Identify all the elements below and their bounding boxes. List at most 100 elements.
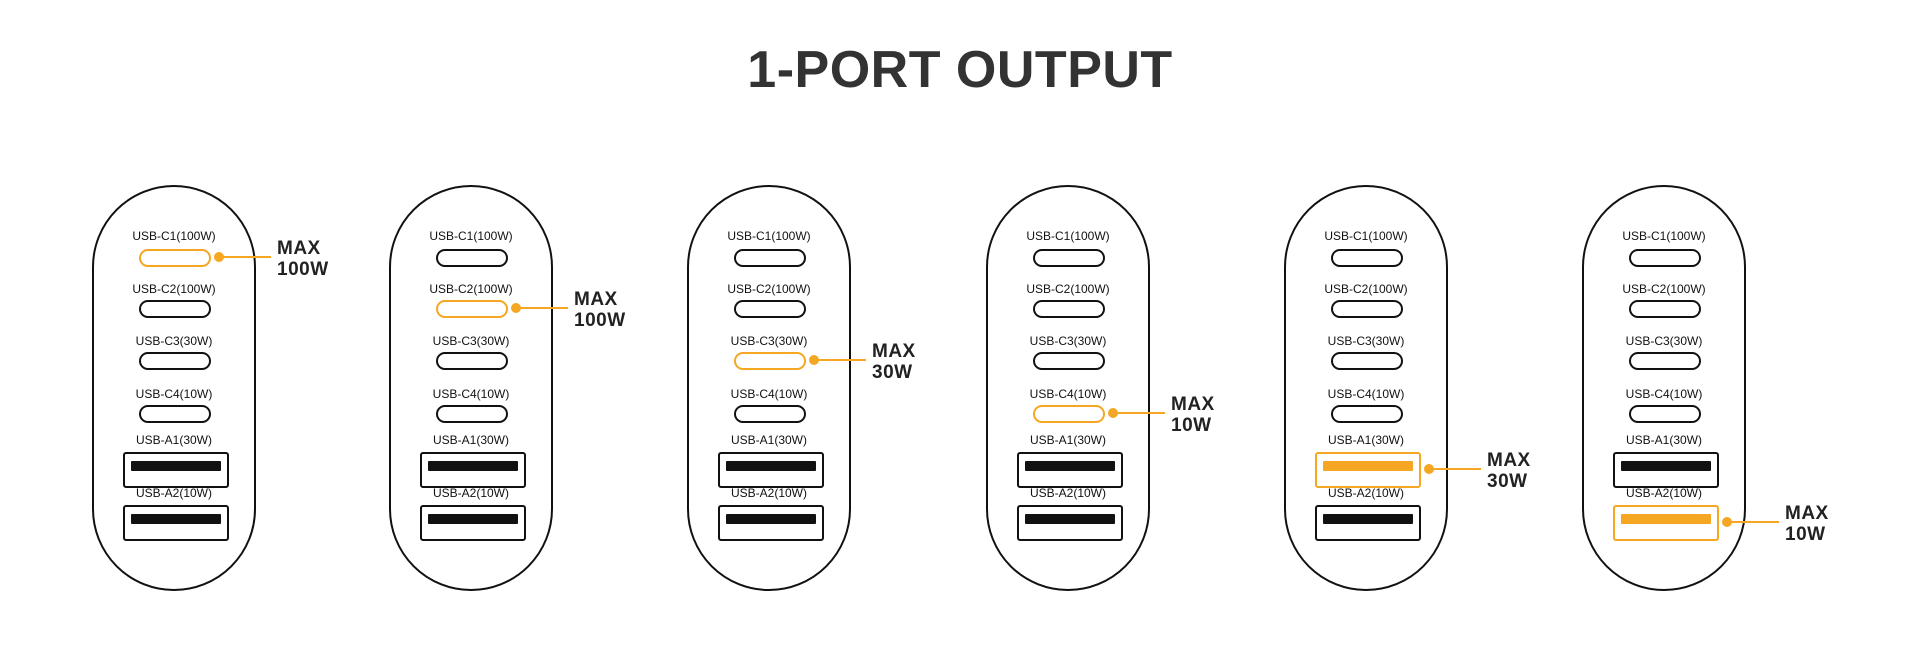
usb-c-port bbox=[1033, 352, 1105, 370]
callout-dot bbox=[1424, 464, 1434, 474]
port-label: USB-C3(30W) bbox=[432, 334, 510, 348]
usb-a-port-tongue bbox=[1621, 514, 1711, 524]
callout-wattage: 100W bbox=[277, 259, 329, 280]
callout-max-label: MAX bbox=[1785, 503, 1829, 524]
port-label: USB-C4(10W) bbox=[1327, 387, 1405, 401]
port-label: USB-C1(100W) bbox=[132, 229, 216, 243]
callout-dot bbox=[1722, 517, 1732, 527]
usb-c-port bbox=[734, 405, 806, 423]
port-label: USB-C1(100W) bbox=[727, 229, 811, 243]
usb-c-port bbox=[1033, 249, 1105, 267]
charger-body: USB-C1(100W)USB-C2(100W)USB-C3(30W)USB-C… bbox=[389, 185, 553, 591]
usb-c-port bbox=[734, 352, 806, 370]
callout-leader-line bbox=[511, 303, 568, 313]
port-label: USB-A1(30W) bbox=[432, 433, 509, 447]
port-label: USB-C3(30W) bbox=[1625, 334, 1703, 348]
port-label: USB-C3(30W) bbox=[1327, 334, 1405, 348]
usb-a-port bbox=[1315, 505, 1421, 541]
port-label: USB-C3(30W) bbox=[135, 334, 213, 348]
usb-a-port-tongue bbox=[131, 461, 221, 471]
port-label: USB-C4(10W) bbox=[1625, 387, 1703, 401]
usb-a-port bbox=[718, 452, 824, 488]
usb-c-port bbox=[436, 300, 508, 318]
usb-c-port bbox=[1331, 405, 1403, 423]
usb-a-port-tongue bbox=[1323, 514, 1413, 524]
usb-a-port bbox=[1613, 452, 1719, 488]
port-label: USB-C1(100W) bbox=[1026, 229, 1110, 243]
callout-wattage: 10W bbox=[1785, 524, 1826, 545]
charger-body: USB-C1(100W) USB-C2(100W) USB-C3(30W) USB-C… bbox=[92, 185, 256, 591]
usb-c-port bbox=[1033, 300, 1105, 318]
callout-dot bbox=[809, 355, 819, 365]
port-label: USB-A2(10W) bbox=[432, 486, 509, 500]
usb-c-port bbox=[436, 249, 508, 267]
usb-c-port bbox=[436, 352, 508, 370]
usb-c-port bbox=[1331, 249, 1403, 267]
callout-leader-line bbox=[1722, 517, 1779, 527]
port-label: USB-A2(10W) bbox=[730, 486, 807, 500]
usb-a-port bbox=[123, 505, 229, 541]
usb-a-port-tongue bbox=[428, 461, 518, 471]
port-label: USB-A1(30W) bbox=[1327, 433, 1404, 447]
port-label: USB-C1(100W) bbox=[429, 229, 513, 243]
usb-c-port bbox=[1629, 405, 1701, 423]
port-label: USB-A2(10W) bbox=[1327, 486, 1404, 500]
usb-c-port bbox=[436, 405, 508, 423]
port-label: USB-A2(10W) bbox=[1029, 486, 1106, 500]
port-label: USB-C3(30W) bbox=[730, 334, 808, 348]
callout-max-label: MAX bbox=[1487, 450, 1531, 471]
port-label: USB-A1(30W) bbox=[730, 433, 807, 447]
usb-c-port bbox=[734, 249, 806, 267]
charger-body: USB-C1(100W)USB-C2(100W)USB-C3(30W)USB-C… bbox=[986, 185, 1150, 591]
charger-body: USB-C1(100W)USB-C2(100W)USB-C3(30W)USB-C… bbox=[687, 185, 851, 591]
callout-max-label: MAX bbox=[574, 289, 618, 310]
usb-c-port bbox=[139, 352, 211, 370]
callout-dot bbox=[1108, 408, 1118, 418]
usb-a-port-tongue bbox=[1323, 461, 1413, 471]
usb-a-port-tongue bbox=[1025, 514, 1115, 524]
callout-max-label: MAX bbox=[1171, 394, 1215, 415]
port-label: USB-C1(100W) bbox=[1324, 229, 1408, 243]
usb-c-port bbox=[1331, 352, 1403, 370]
usb-c-port bbox=[1629, 352, 1701, 370]
usb-a-port-tongue bbox=[428, 514, 518, 524]
port-label: USB-A1(30W) bbox=[1029, 433, 1106, 447]
usb-a-port bbox=[1017, 452, 1123, 488]
callout-dot bbox=[214, 252, 224, 262]
usb-c-port bbox=[734, 300, 806, 318]
port-label: USB-C4(10W) bbox=[135, 387, 213, 401]
usb-c-port bbox=[139, 249, 211, 267]
usb-a-port-tongue bbox=[1621, 461, 1711, 471]
port-label: USB-A2(10W) bbox=[1625, 486, 1702, 500]
usb-c-port bbox=[139, 405, 211, 423]
usb-a-port-tongue bbox=[131, 514, 221, 524]
usb-a-port bbox=[123, 452, 229, 488]
diagram-title: 1-PORT OUTPUT bbox=[747, 41, 1173, 99]
callout-leader-line bbox=[214, 252, 271, 262]
port-label: USB-C1(100W) bbox=[1622, 229, 1706, 243]
callout-max-label: MAX bbox=[872, 341, 916, 362]
usb-a-port bbox=[420, 505, 526, 541]
port-label: USB-C2(100W) bbox=[1324, 282, 1408, 296]
port-label: USB-A2(10W) bbox=[135, 486, 212, 500]
callout-max-label: MAX bbox=[277, 238, 321, 259]
port-label: USB-C2(100W) bbox=[429, 282, 513, 296]
callout-leader-line bbox=[1108, 408, 1165, 418]
usb-a-port-tongue bbox=[1025, 461, 1115, 471]
callout-dot bbox=[511, 303, 521, 313]
port-label: USB-C2(100W) bbox=[132, 282, 216, 296]
usb-a-port bbox=[420, 452, 526, 488]
usb-a-port-tongue bbox=[726, 461, 816, 471]
port-label: USB-A1(30W) bbox=[135, 433, 212, 447]
usb-c-port bbox=[139, 300, 211, 318]
usb-c-port bbox=[1033, 405, 1105, 423]
callout-wattage: 10W bbox=[1171, 415, 1212, 436]
callout-leader-line bbox=[1424, 464, 1481, 474]
charger-body: USB-C1(100W)USB-C2(100W)USB-C3(30W)USB-C… bbox=[1582, 185, 1746, 591]
